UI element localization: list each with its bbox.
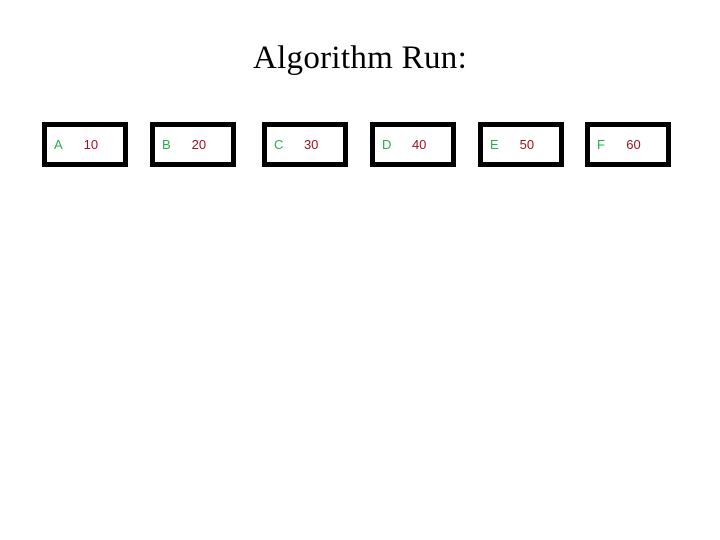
list-item[interactable]: C 30 [262, 122, 348, 167]
node-key-label: E [490, 137, 499, 152]
node-value-label: 60 [626, 137, 641, 152]
node-value-label: 30 [303, 137, 319, 152]
node-value-label: 40 [411, 137, 427, 152]
node-value-label: 50 [519, 137, 535, 152]
node-key-label: F [597, 137, 605, 152]
node-key-label: B [162, 137, 171, 152]
list-item[interactable]: A 10 [42, 122, 128, 167]
list-item[interactable]: F 60 [585, 122, 671, 167]
node-key-label: A [54, 137, 63, 152]
list-item[interactable]: E 50 [478, 122, 564, 167]
node-list: A 10 B 20 C 30 D 40 E 50 F 60 [42, 122, 674, 168]
list-item[interactable]: D 40 [370, 122, 456, 167]
node-value-label: 10 [83, 137, 99, 152]
list-item[interactable]: B 20 [150, 122, 236, 167]
page-title: Algorithm Run: [252, 40, 468, 76]
node-key-label: D [382, 137, 392, 152]
node-key-label: C [274, 137, 284, 152]
node-value-label: 20 [191, 137, 207, 152]
